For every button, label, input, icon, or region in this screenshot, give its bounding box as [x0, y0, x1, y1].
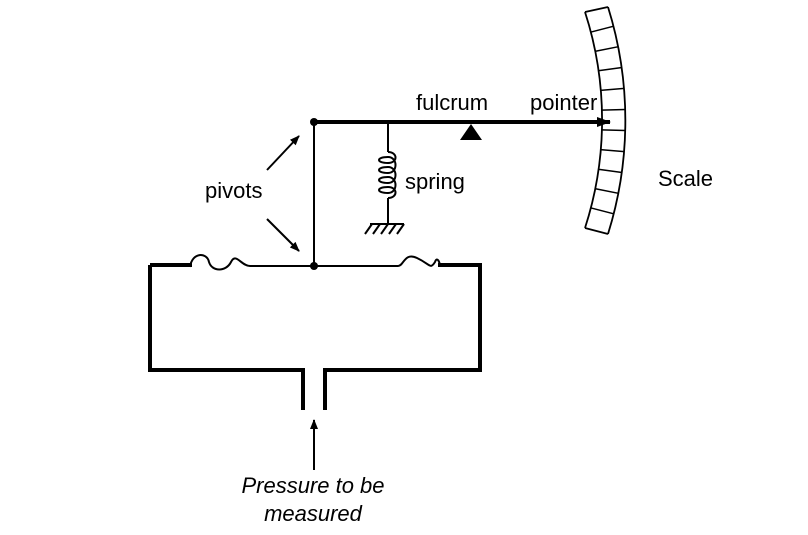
fulcrum-triangle	[460, 124, 482, 140]
scale-tick	[598, 168, 623, 174]
scale-tick	[600, 87, 625, 92]
fulcrum-label: fulcrum	[416, 90, 488, 115]
scale	[584, 6, 627, 235]
scale-tick	[594, 187, 619, 195]
scale-tick	[601, 129, 626, 132]
spring-label: spring	[405, 169, 465, 194]
pivot-arrow-bottom	[266, 218, 300, 252]
pressure-label-line1: Pressure to be	[241, 473, 384, 498]
scale-label: Scale	[658, 166, 713, 191]
scale-tick	[598, 66, 623, 72]
spring	[364, 122, 405, 235]
pivot-bottom	[310, 262, 318, 270]
scale-tick	[601, 108, 626, 111]
pointer-label: pointer	[530, 90, 597, 115]
scale-tick	[600, 148, 625, 153]
pivot-arrow-top	[266, 135, 300, 171]
diaphragm	[189, 254, 441, 271]
scale-tick	[590, 207, 614, 215]
pivots-label: pivots	[205, 178, 262, 203]
pressure-chamber	[148, 263, 482, 410]
pressure-label-line2: measured	[264, 501, 363, 526]
scale-tick	[594, 45, 619, 53]
scale-tick	[590, 25, 614, 33]
